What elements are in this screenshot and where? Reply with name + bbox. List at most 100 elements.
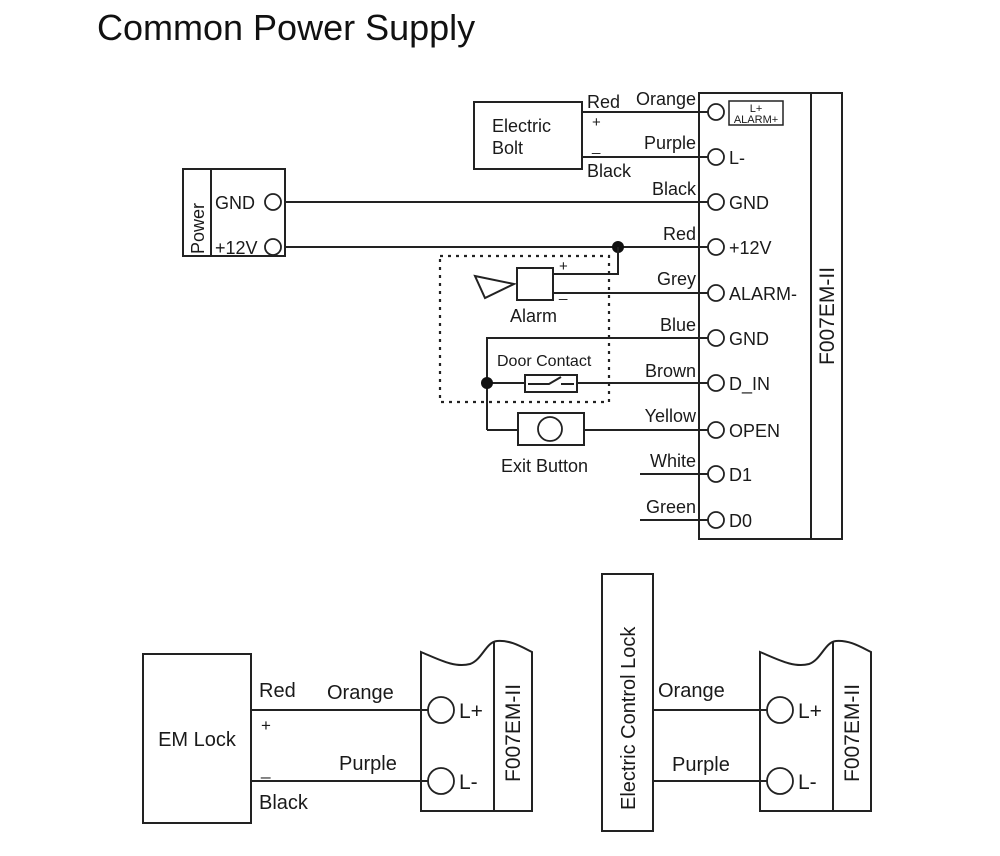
wire-color-label: Orange [327, 682, 394, 704]
wire-color-label: Red [663, 224, 696, 244]
controller-name: F007EM-II [841, 684, 864, 782]
terminal-connector [427, 696, 455, 724]
terminal-l-plus-alarm-plus: L+ ALARM+ Orange [582, 89, 784, 126]
terminal-connector [707, 329, 725, 347]
pin-label: L- [798, 771, 817, 794]
terminal-connector [707, 193, 725, 211]
wire-color-label: Purple [672, 754, 730, 776]
wire-blue [486, 337, 708, 430]
pin-label: L- [729, 148, 745, 168]
push-button-icon [537, 416, 563, 442]
terminal-connector [707, 103, 725, 121]
wire-color-label: Orange [636, 89, 696, 109]
power-terminal-label: GND [215, 193, 255, 213]
minus-sign: _ [260, 760, 271, 779]
terminal-connector [707, 148, 725, 166]
main-wiring-diagram: F007EM-II L+ ALARM+ Orange L- Purple GND… [182, 89, 843, 540]
wire-color-label: Purple [644, 133, 696, 153]
pin-label-box [728, 100, 784, 126]
terminal-connector [707, 421, 725, 439]
power-terminal-label: +12V [215, 238, 258, 258]
alarm-label: Alarm [510, 306, 557, 326]
power-label: Power [188, 203, 208, 254]
em-lock-label: EM Lock [158, 729, 237, 751]
wire-color-label: Grey [657, 269, 696, 289]
exit-button: Exit Button [501, 412, 588, 476]
alarm-plus-wire [553, 247, 619, 275]
controller-fragment [420, 639, 533, 812]
speaker-icon [473, 274, 518, 300]
pin-label: OPEN [729, 421, 780, 441]
controller-module: F007EM-II [698, 92, 843, 540]
em-lock-box [142, 653, 252, 824]
wire-color-label: Green [646, 497, 696, 517]
minus-sign: _ [558, 284, 568, 301]
controller-body [698, 92, 843, 540]
pin-label: L+ [798, 700, 822, 723]
electric-bolt-box [473, 101, 583, 170]
exit-button-label: Exit Button [501, 456, 588, 476]
pin-label: L- [459, 771, 478, 794]
controller-fragment [759, 639, 872, 812]
pin-label: D_IN [729, 374, 770, 395]
terminal-l-minus: L- Purple [582, 133, 745, 168]
terminal-d-in: D_IN Brown [481, 361, 770, 395]
terminal-connector [707, 465, 725, 483]
terminal-gnd-2: GND Blue [486, 315, 769, 430]
electric-bolt: Electric Bolt Red + _ Black [473, 92, 632, 181]
terminal-d0: D0 Green [640, 497, 752, 531]
wire-color-label: Blue [660, 315, 696, 335]
electric-bolt-label: Electric [492, 116, 551, 136]
minus-sign: _ [591, 138, 601, 155]
terminal-connector [766, 696, 794, 724]
switch-icon [528, 376, 562, 385]
electric-control-lock-box [601, 573, 654, 832]
em-lock-diagram: EM Lock F007EM-II L+ L- Red Orange + _ P… [142, 639, 533, 824]
pin-label: +12V [729, 238, 772, 258]
power-supply: Power GND +12V [182, 168, 286, 258]
plus-sign: + [592, 114, 601, 131]
wire-color-label: Black [652, 179, 697, 199]
terminal-connector [707, 511, 725, 529]
wire-color-label: Red [259, 680, 296, 702]
controller-name: F007EM-II [502, 684, 525, 782]
wire-color-label: Orange [658, 680, 725, 702]
alarm: + _ Alarm [473, 247, 619, 326]
terminal-alarm-minus: ALARM- Grey [553, 269, 797, 304]
plus-sign: + [559, 258, 568, 275]
junction-dot [481, 377, 493, 389]
controller-name: F007EM-II [816, 267, 839, 365]
pin-label: ALARM+ [734, 114, 778, 126]
electric-bolt-label: Bolt [492, 138, 523, 158]
terminal-connector [766, 767, 794, 795]
alarm-box [516, 267, 554, 301]
pin-label: L+ [750, 103, 763, 115]
terminal-12v: +12V Red [282, 224, 772, 258]
pin-label: ALARM- [729, 284, 797, 304]
terminal-connector [707, 284, 725, 302]
door-contact: Door Contact [497, 353, 592, 393]
pin-label: L+ [459, 700, 483, 723]
pin-label: D0 [729, 511, 752, 531]
electric-control-lock-diagram: Electric Control Lock F007EM-II L+ L- Or… [601, 573, 872, 832]
pin-label: D1 [729, 465, 752, 485]
door-contact-label: Door Contact [497, 353, 592, 370]
wire-color-label: Red [587, 92, 620, 112]
pin-label: GND [729, 329, 769, 349]
plus-sign: + [261, 716, 271, 735]
power-terminal-12v [264, 238, 282, 256]
wire-color-label: Black [259, 792, 309, 814]
pin-label: GND [729, 193, 769, 213]
wire-color-label: Brown [645, 361, 696, 381]
terminal-connector [707, 374, 725, 392]
wire-color-label: White [650, 451, 696, 471]
terminal-d1: D1 White [640, 451, 752, 485]
electric-control-lock-label: Electric Control Lock [618, 626, 640, 810]
wire-color-label: Purple [339, 753, 397, 775]
wire-color-label: Yellow [645, 406, 697, 426]
power-supply-box [182, 168, 286, 257]
terminal-open: OPEN Yellow [487, 406, 780, 441]
terminal-gnd: GND Black [282, 179, 769, 213]
power-terminal-gnd [264, 193, 282, 211]
